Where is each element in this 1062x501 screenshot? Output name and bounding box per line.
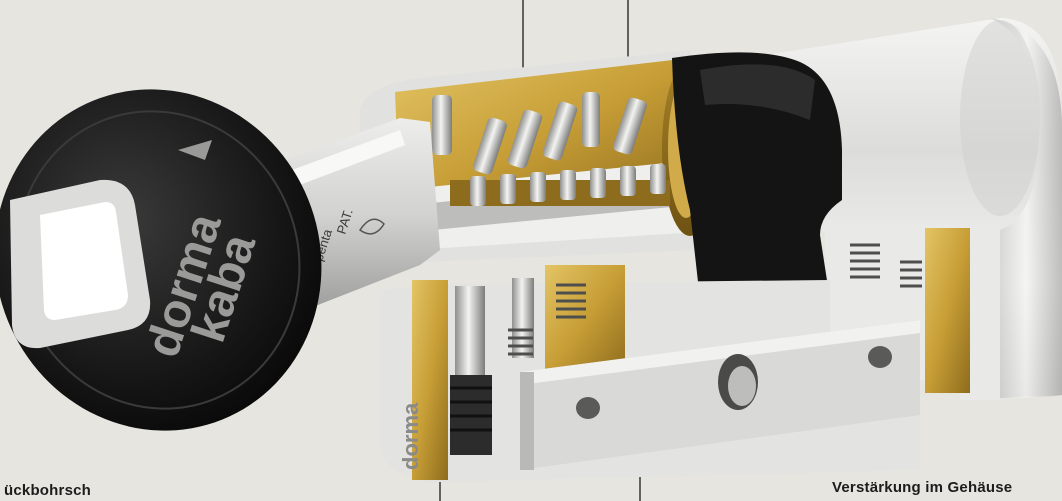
key-head: dorma kaba — [0, 89, 322, 431]
pin — [507, 109, 543, 169]
brand-logo-icon — [178, 140, 212, 160]
cylinder-body-label-text: dorma — [398, 402, 423, 470]
pin — [432, 95, 452, 155]
pin — [542, 101, 578, 161]
pin-stack-upper — [432, 92, 647, 175]
cylinder-body-label: dorma — [398, 402, 423, 470]
pentagon-logo-mark — [358, 218, 385, 235]
caption-bottom-left: ückbohrsch — [4, 482, 92, 499]
pin — [473, 117, 507, 175]
cam — [672, 52, 842, 325]
pin — [582, 92, 600, 147]
pin-stack-lower — [450, 164, 670, 206]
caption-bottom-right: Verstärkung im Gehäuse — [832, 479, 1013, 496]
springs — [508, 243, 922, 356]
pin — [613, 97, 647, 155]
